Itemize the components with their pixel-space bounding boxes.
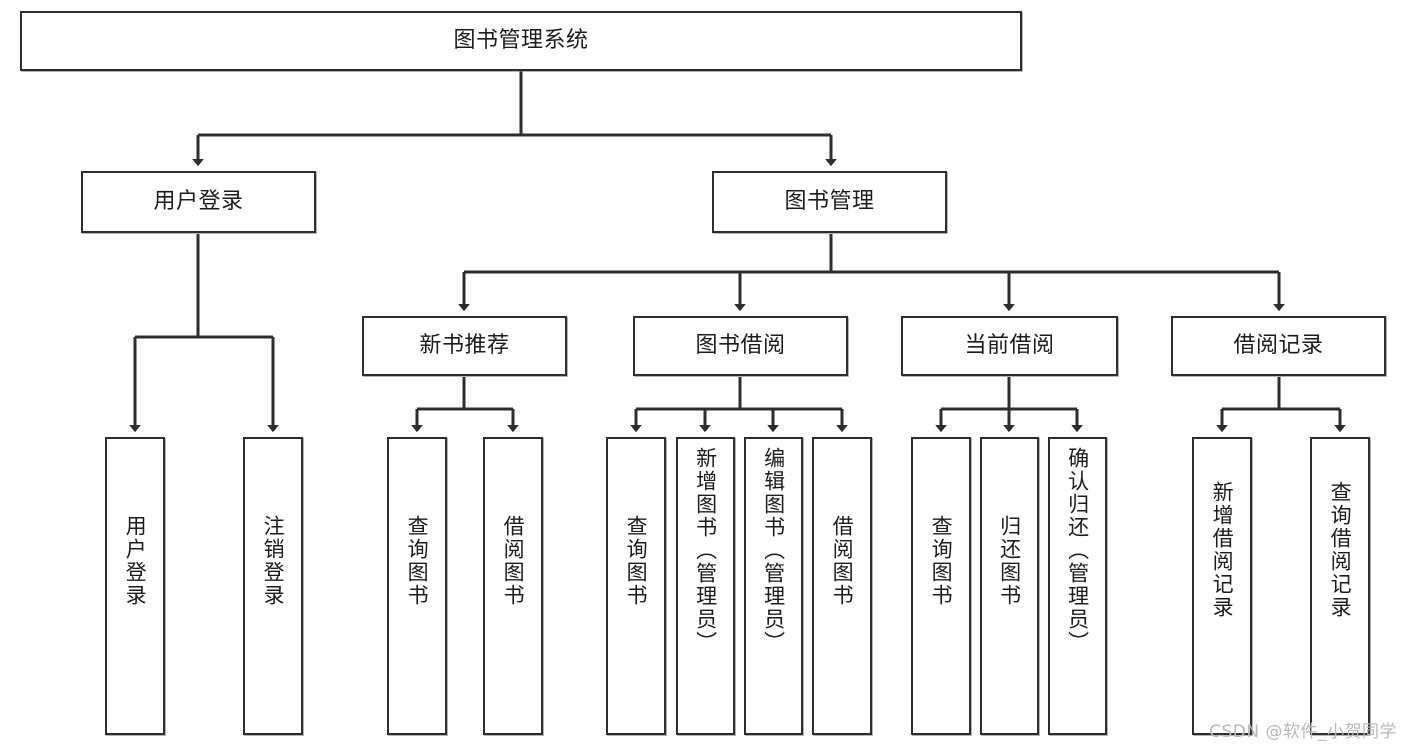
leaf-query-record[interactable]: 查询借阅记录 <box>1310 437 1370 735</box>
node-book-manage-label: 图书管理 <box>784 188 875 214</box>
node-root[interactable]: 图书管理系统 <box>20 11 1022 71</box>
leaf-query-book-1-label: 查询图书 <box>405 515 430 607</box>
leaf-query-record-label: 查询借阅记录 <box>1328 481 1353 619</box>
leaf-add-book[interactable]: 新增图书（管理员） <box>676 437 735 735</box>
node-root-label: 图书管理系统 <box>453 27 589 53</box>
leaf-query-book-2[interactable]: 查询图书 <box>606 437 666 735</box>
leaf-borrow-book-1-label: 借阅图书 <box>501 515 526 607</box>
csdn-watermark: CSDN @软件_小贺同学 <box>1209 722 1397 742</box>
leaf-borrow-book-2[interactable]: 借阅图书 <box>812 437 872 735</box>
leaf-confirm-return[interactable]: 确认归还（管理员） <box>1048 437 1107 735</box>
leaf-edit-book[interactable]: 编辑图书（管理员） <box>744 437 803 735</box>
node-user-login-label: 用户登录 <box>153 188 244 214</box>
leaf-user-login-label: 用户登录 <box>123 515 148 607</box>
leaf-add-record[interactable]: 新增借阅记录 <box>1192 437 1252 735</box>
leaf-query-book-3[interactable]: 查询图书 <box>911 437 971 735</box>
leaf-add-book-label: 新增图书（管理员） <box>693 447 718 654</box>
leaf-query-book-3-label: 查询图书 <box>929 515 954 607</box>
node-user-login[interactable]: 用户登录 <box>81 171 316 233</box>
leaf-return-book[interactable]: 归还图书 <box>980 437 1039 735</box>
node-borrow-record-label: 借阅记录 <box>1233 332 1324 358</box>
leaf-user-login[interactable]: 用户登录 <box>105 437 165 735</box>
leaf-query-book-2-label: 查询图书 <box>624 515 649 607</box>
leaf-query-book-1[interactable]: 查询图书 <box>387 437 447 735</box>
leaf-add-record-label: 新增借阅记录 <box>1210 481 1235 619</box>
leaf-logout-login[interactable]: 注销登录 <box>243 437 303 735</box>
leaf-logout-login-label: 注销登录 <box>261 515 286 607</box>
node-new-book-rec[interactable]: 新书推荐 <box>362 316 567 376</box>
leaf-confirm-return-label: 确认归还（管理员） <box>1065 447 1090 654</box>
node-borrow-record[interactable]: 借阅记录 <box>1171 316 1386 376</box>
node-book-borrow-label: 图书借阅 <box>695 332 786 358</box>
leaf-edit-book-label: 编辑图书（管理员） <box>761 447 786 654</box>
leaf-return-book-label: 归还图书 <box>997 515 1022 607</box>
node-book-borrow[interactable]: 图书借阅 <box>633 316 848 376</box>
node-new-book-rec-label: 新书推荐 <box>419 332 510 358</box>
node-book-manage[interactable]: 图书管理 <box>712 171 947 233</box>
node-current-borrow[interactable]: 当前借阅 <box>901 316 1118 376</box>
leaf-borrow-book-2-label: 借阅图书 <box>830 515 855 607</box>
node-current-borrow-label: 当前借阅 <box>964 332 1055 358</box>
leaf-borrow-book-1[interactable]: 借阅图书 <box>483 437 543 735</box>
